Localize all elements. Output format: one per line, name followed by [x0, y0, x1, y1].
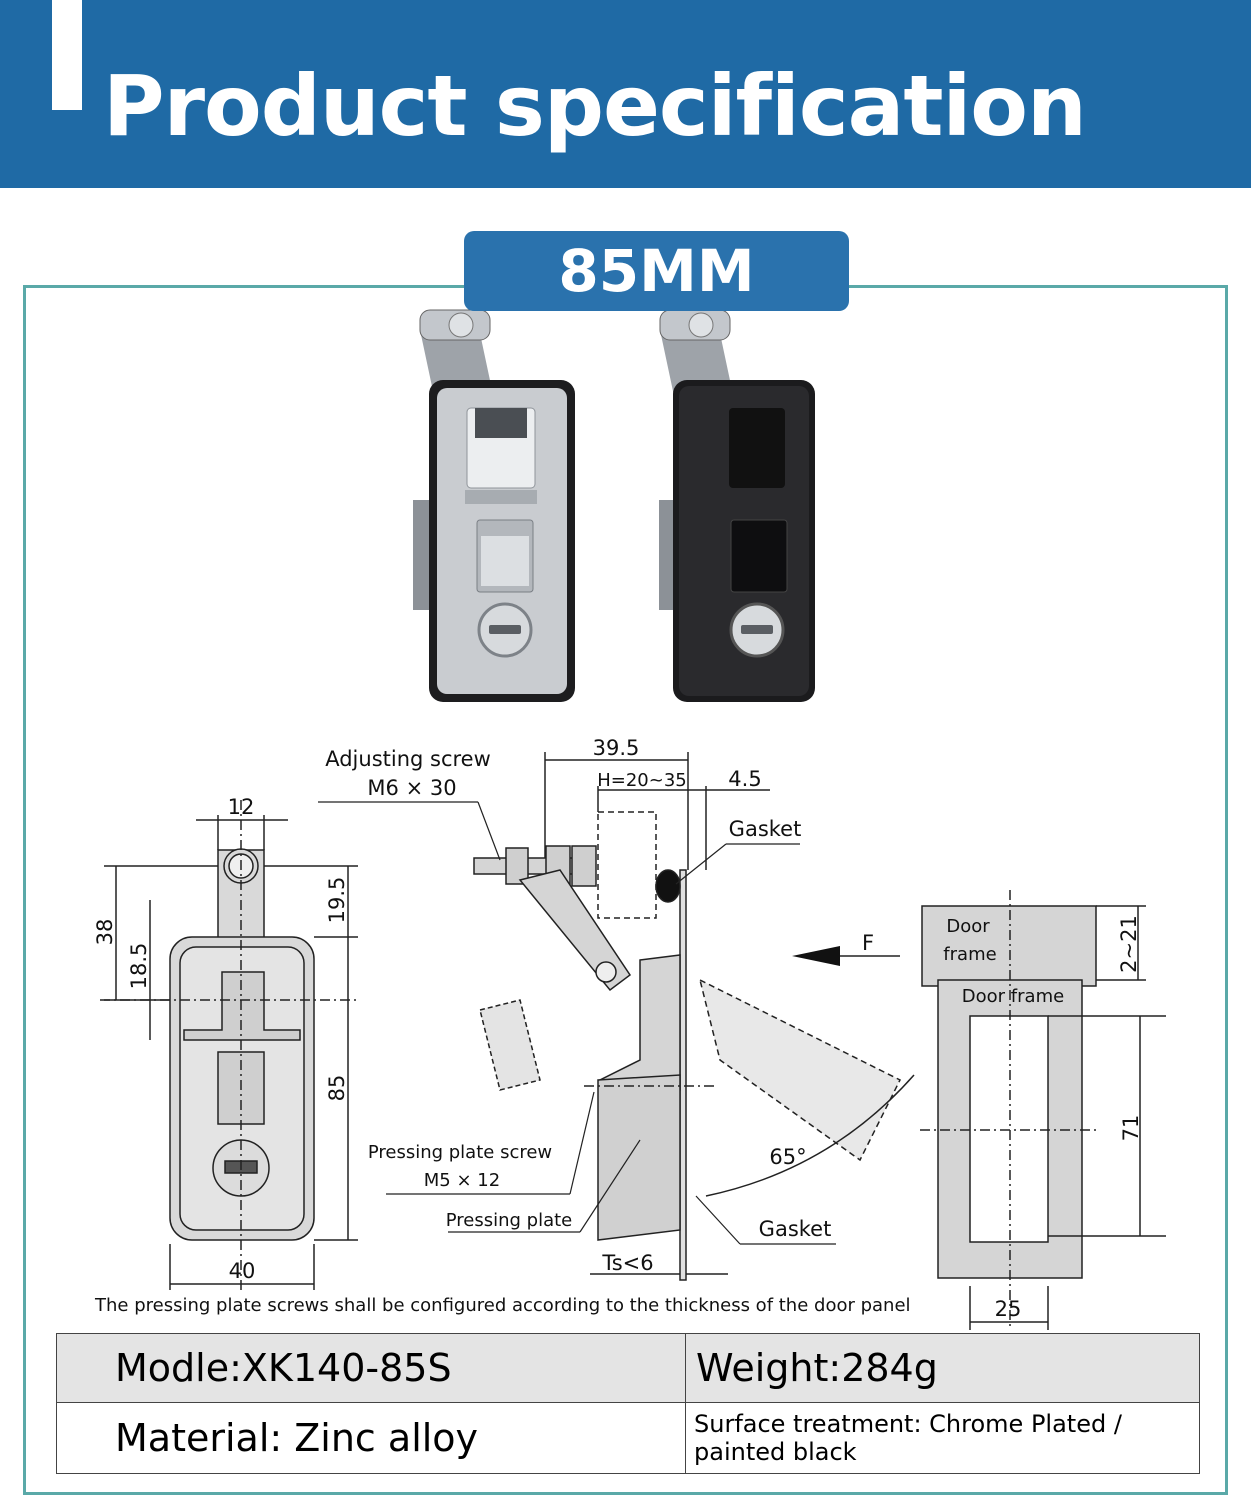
label-force: F	[862, 931, 874, 955]
label-gasket-top: Gasket	[729, 817, 802, 841]
front-view	[100, 800, 360, 1290]
force-arrow	[792, 946, 900, 966]
label-angle: 65°	[769, 1145, 806, 1169]
black-latch-photo	[659, 309, 815, 702]
material-cell: Material: Zinc alloy	[56, 1402, 686, 1474]
configuration-note: The pressing plate screws shall be confi…	[95, 1295, 911, 1316]
dim-total-height: 38	[93, 919, 117, 946]
dim-frame-width: 25	[995, 1297, 1022, 1321]
label-gasket-bottom: Gasket	[759, 1217, 832, 1241]
label-adjusting-screw-size: M6 × 30	[367, 776, 456, 800]
weight-cell: Weight:284g	[685, 1333, 1200, 1403]
dim-h-range: H=20~35	[597, 770, 687, 791]
dim-top-width: 12	[228, 795, 255, 819]
label-door: Door	[946, 916, 990, 937]
leader-lines	[318, 801, 836, 1245]
spec-table: Modle:XK140-85S Weight:284g Material: Zi…	[56, 1333, 1200, 1474]
dim-gap: 4.5	[728, 767, 761, 791]
label-pressing-plate: Pressing plate	[446, 1210, 573, 1231]
page-title: Product specification	[103, 57, 1087, 155]
label-thickness: Ts<6	[601, 1251, 653, 1275]
dim-total: 39.5	[593, 736, 640, 760]
label-pressing-plate-screw-size: M5 × 12	[424, 1170, 500, 1191]
dim-tongue: 19.5	[325, 877, 349, 924]
model-cell: Modle:XK140-85S	[56, 1333, 686, 1403]
label-door-frame: Door frame	[962, 986, 1064, 1007]
label-pressing-plate-screw: Pressing plate screw	[368, 1142, 552, 1163]
table-row: Modle:XK140-85S Weight:284g	[56, 1333, 1200, 1403]
frame-view	[920, 890, 1166, 1330]
label-frame: frame	[943, 944, 996, 965]
chrome-latch-photo	[413, 309, 575, 702]
label-adjusting-screw: Adjusting screw	[325, 747, 491, 771]
dim-frame-height: 71	[1119, 1115, 1143, 1142]
surface-cell: Surface treatment: Chrome Plated / paint…	[685, 1402, 1200, 1474]
dim-bottom-width: 40	[229, 1259, 256, 1283]
dim-body-height: 85	[325, 1075, 349, 1102]
side-view	[473, 752, 915, 1281]
size-badge: 85MM	[464, 231, 849, 311]
dim-offset: 2~21	[1117, 915, 1141, 973]
dim-upper: 18.5	[127, 943, 151, 990]
table-row: Material: Zinc alloy Surface treatment: …	[56, 1402, 1200, 1474]
banner-accent-bar	[52, 0, 82, 110]
header-banner: Product specification	[0, 0, 1251, 188]
